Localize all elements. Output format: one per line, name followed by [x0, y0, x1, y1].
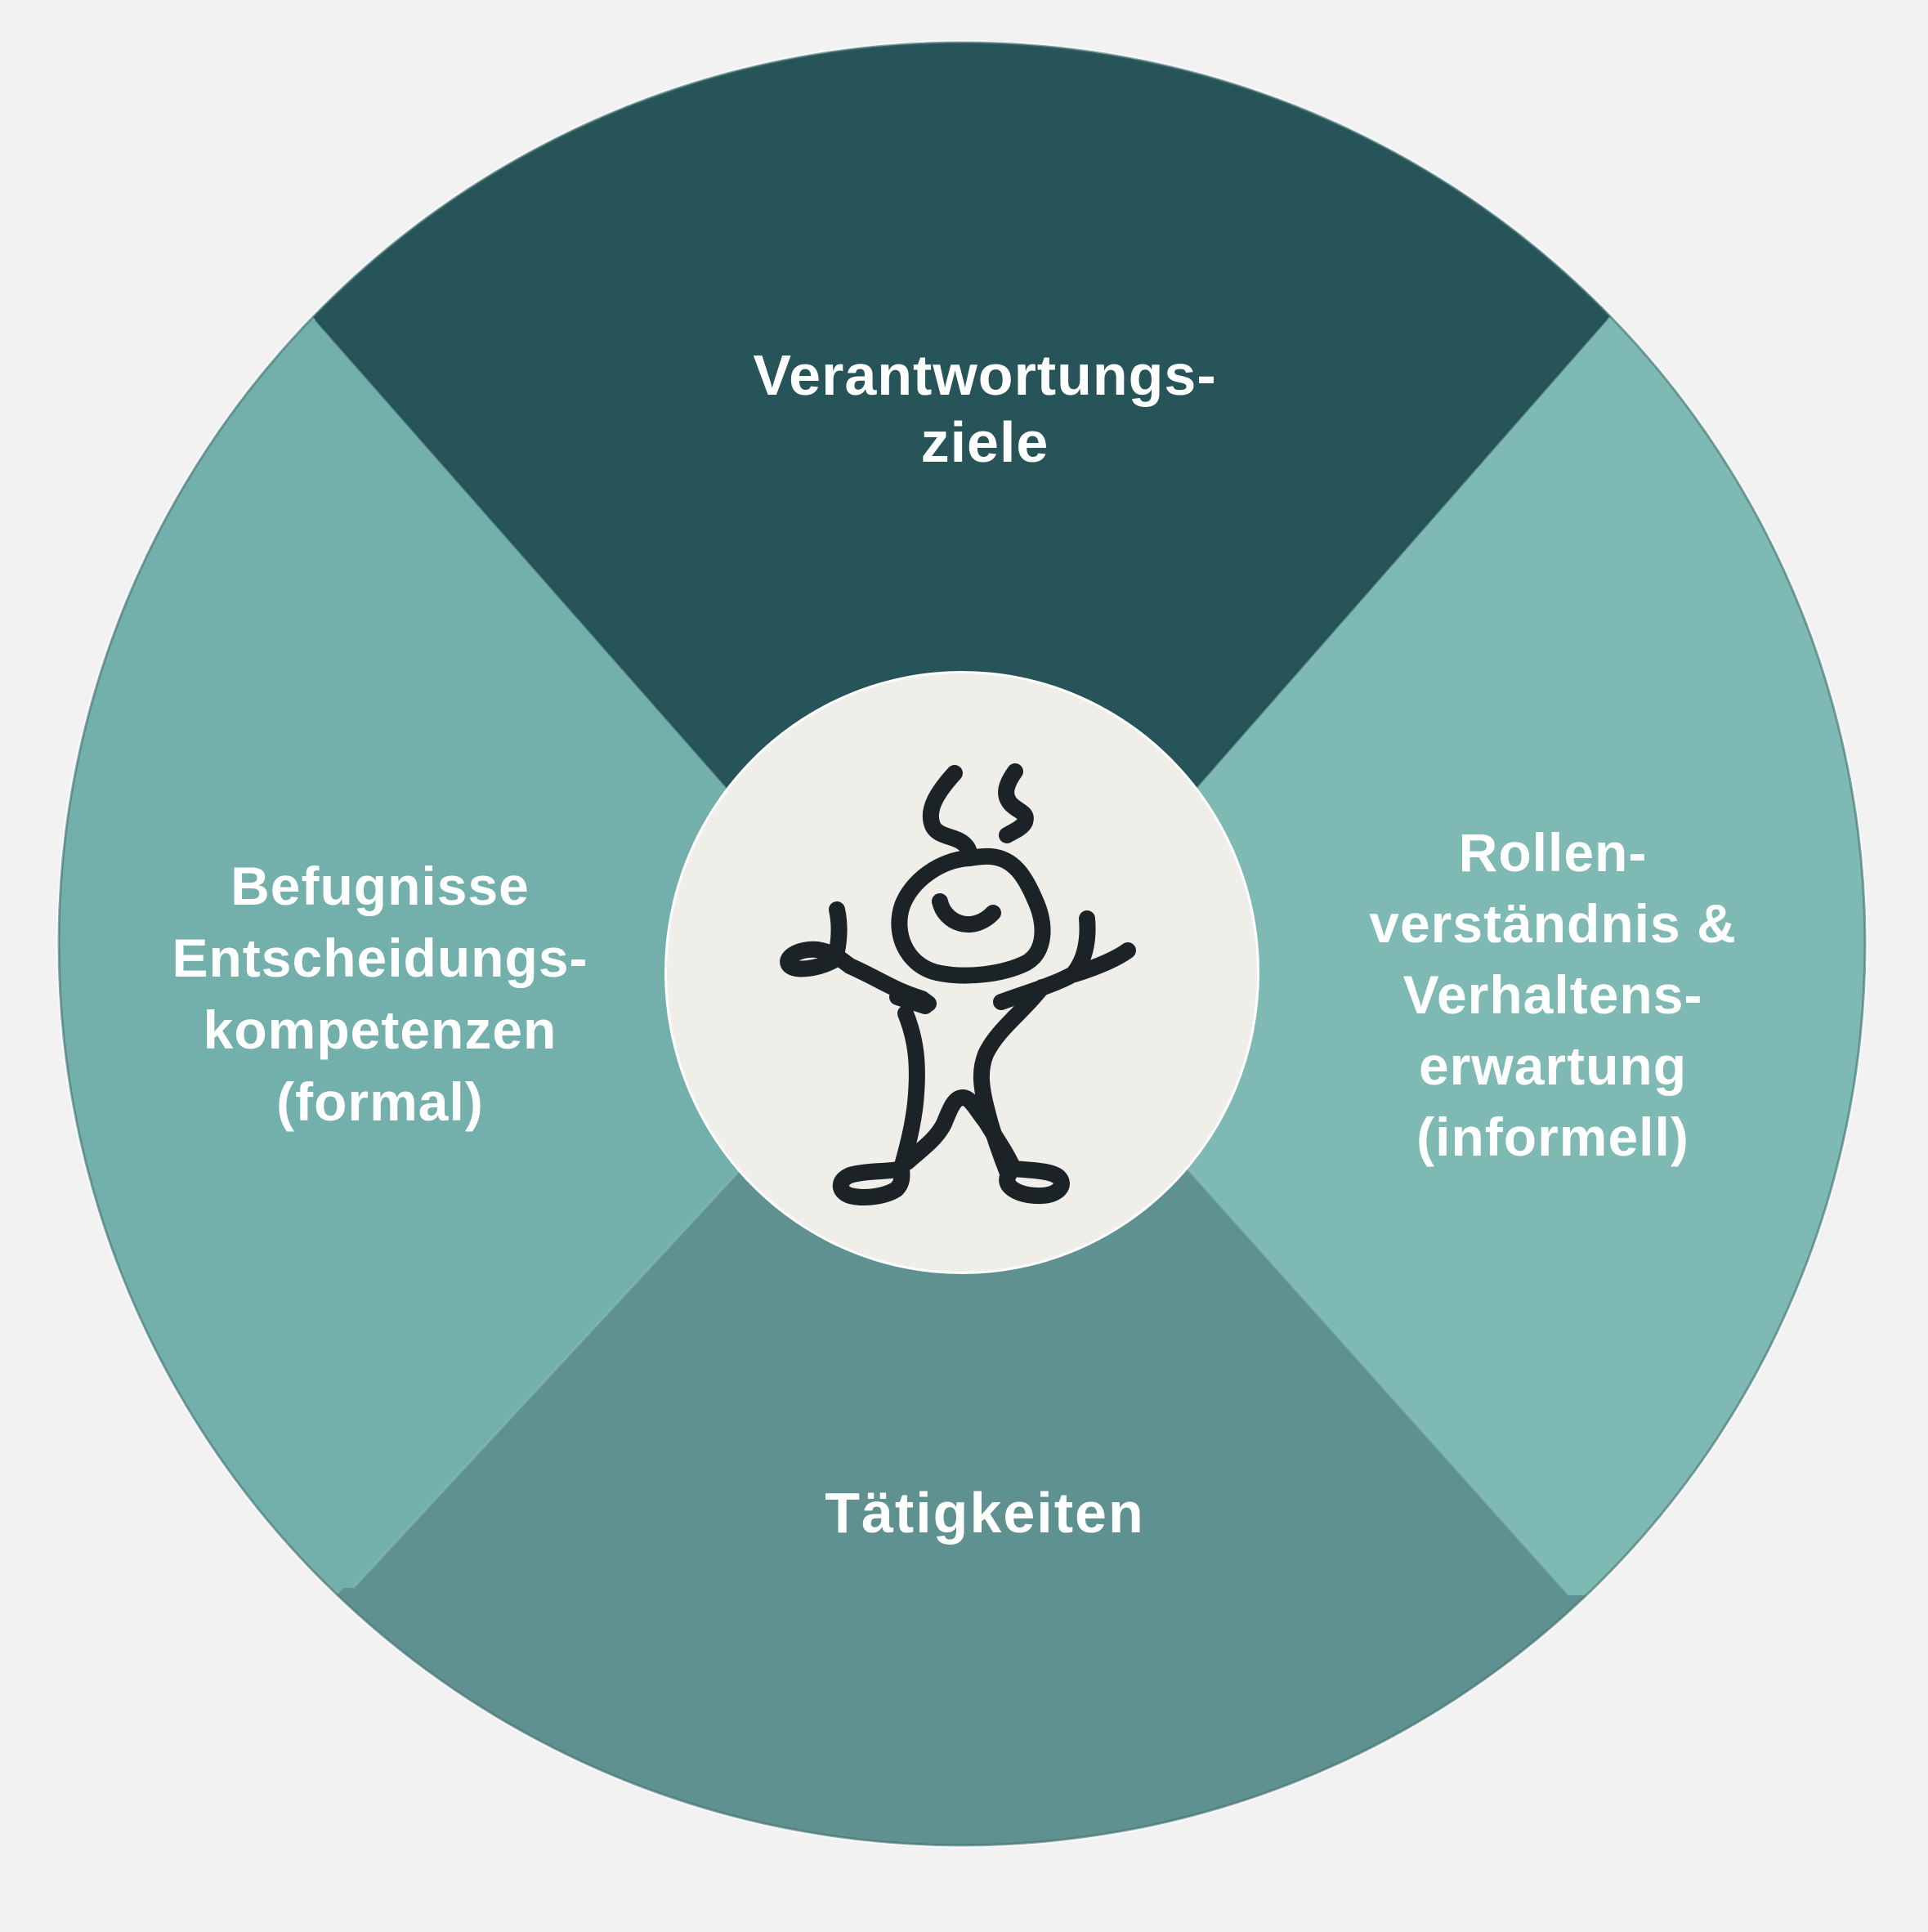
- segment-label-taetigkeiten: Tätigkeiten: [825, 1481, 1145, 1545]
- segment-label-befugnisse: Befugnisse Entscheidungs- kompetenzen (f…: [172, 856, 588, 1132]
- stick-figure-person-icon: [780, 763, 1136, 1205]
- segment-label-rollenverstaendnis: Rollen- verständnis & Verhaltens- erwart…: [1369, 822, 1737, 1167]
- segment-left-shape: [59, 320, 740, 1588]
- segment-bottom-shape: [353, 1169, 1569, 1845]
- segment-top-shape: [315, 42, 1608, 788]
- segment-label-verantwortungsziele: Verantwortungs- ziele: [753, 343, 1217, 474]
- segment-right-shape: [1188, 317, 1865, 1595]
